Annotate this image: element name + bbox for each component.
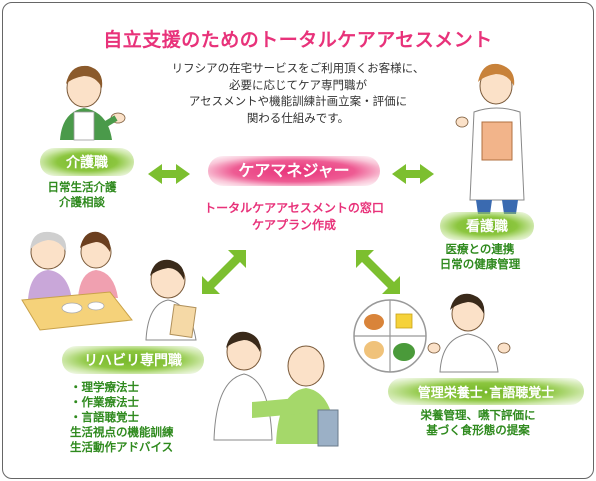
- arrow-caremanager-rehab: [202, 250, 246, 294]
- rehab-label: リハビリ専門職: [62, 346, 204, 374]
- rehab-bullet: ・言語聴覚士: [70, 410, 139, 424]
- intro-line: リフシアの在宅サービスをご利用頂くお客様に、: [171, 61, 425, 75]
- food-plate-illustration: [353, 299, 427, 373]
- rehab-session-illustration: [213, 331, 339, 447]
- rehab-bullet: ・作業療法士: [70, 395, 139, 409]
- nutrition-desc-line: 基づく食形態の提案: [426, 423, 530, 437]
- care-manager-desc-line: トータルケアアセスメントの窓口: [204, 201, 384, 215]
- dietitian-illustration: [427, 293, 511, 373]
- kaigo-label: 介護職: [40, 148, 134, 176]
- intro-line: 関わる仕組みです。: [246, 110, 350, 125]
- elderly-meal-illustration: [21, 231, 133, 331]
- kango-desc-line: 日常の健康管理: [439, 257, 521, 271]
- kaigo-desc-line: 日常生活介護: [47, 180, 117, 194]
- kango-desc-line: 医療との連携: [445, 242, 515, 256]
- rehab-bullet: ・理学療法士: [70, 380, 139, 394]
- intro-line: 必要に応じてケア専門職が: [229, 77, 367, 92]
- care-manager-desc-line: ケアプラン作成: [251, 218, 336, 232]
- arrow-kaigo-caremanager: [148, 164, 190, 184]
- care-manager-label: ケアマネジャー: [208, 156, 380, 186]
- rehab-extra-line: 生活視点の機能訓練: [70, 425, 174, 439]
- arrow-caremanager-kango: [392, 164, 434, 184]
- arrow-caremanager-nutrition: [356, 250, 400, 294]
- diagram-title: 自立支援のためのトータルケアアセスメント: [103, 29, 493, 51]
- kango-description: 医療との連携 日常の健康管理: [420, 242, 540, 272]
- therapist-illustration: [145, 259, 197, 341]
- intro-line: アセスメントや機能訓練計画立案・評価に: [188, 94, 408, 108]
- care-manager-description: トータルケアアセスメントの窓口 ケアプラン作成: [180, 200, 408, 234]
- caregiver-illustration: [60, 65, 126, 141]
- kango-label: 看護職: [440, 212, 534, 240]
- kaigo-description: 日常生活介護 介護相談: [30, 180, 134, 210]
- intro-text: リフシアの在宅サービスをご利用頂くお客様に、 必要に応じてケア専門職が アセスメ…: [150, 60, 446, 126]
- rehab-description: ・理学療法士 ・作業療法士 ・言語聴覚士 生活視点の機能訓練 生活動作アドバイス: [70, 380, 220, 455]
- nutrition-description: 栄養管理、嚥下評価に 基づく食形態の提案: [396, 408, 560, 438]
- nutrition-desc-line: 栄養管理、嚥下評価に: [420, 408, 536, 422]
- kaigo-desc-line: 介護相談: [59, 195, 105, 209]
- nurse-illustration: [455, 63, 525, 214]
- nutrition-label: 管理栄養士･言語聴覚士: [388, 378, 584, 405]
- rehab-extra-line: 生活動作アドバイス: [70, 440, 174, 454]
